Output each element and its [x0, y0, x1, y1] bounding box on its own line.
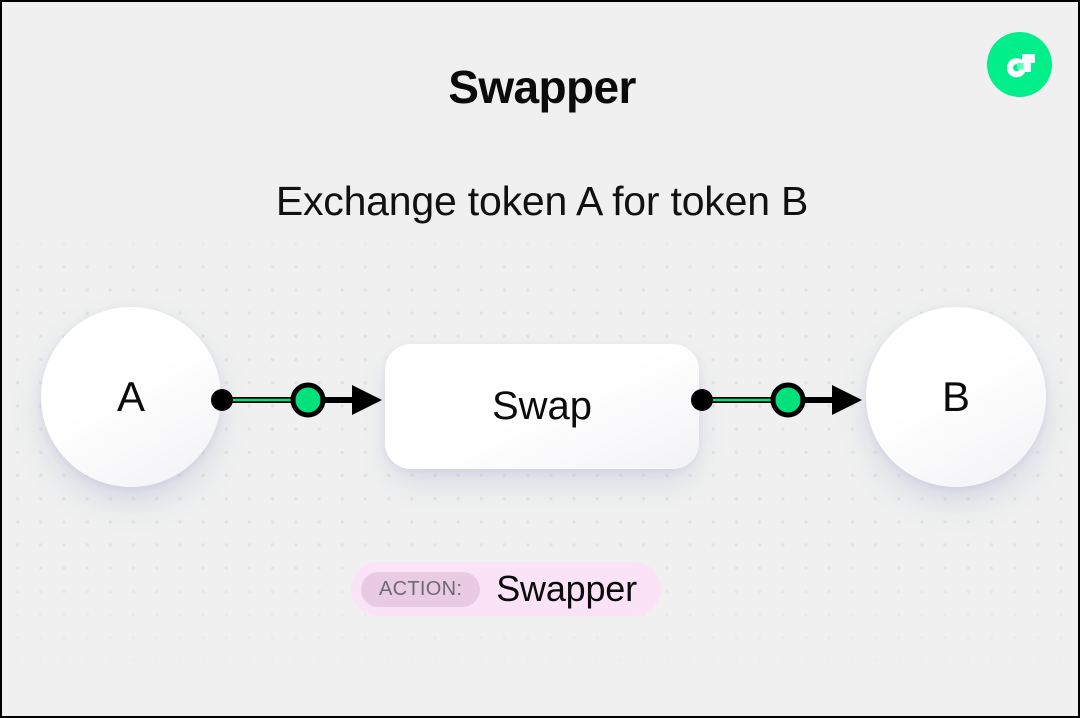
- action-badge-value: Swapper: [496, 568, 637, 609]
- node-token-a[interactable]: A: [41, 307, 221, 487]
- node-swap[interactable]: Swap: [385, 344, 699, 469]
- action-badge: ACTION: Swapper: [351, 562, 661, 616]
- action-badge-label: ACTION:: [361, 571, 481, 607]
- node-swap-label: Swap: [491, 384, 593, 428]
- flow-logo-icon: [987, 32, 1052, 97]
- node-token-b[interactable]: B: [866, 307, 1046, 487]
- flow-diagram: A Swap B: [2, 282, 1078, 542]
- node-token-a-label: A: [116, 373, 145, 420]
- page-subtitle: Exchange token A for token B: [275, 178, 809, 224]
- node-token-b-label: B: [941, 373, 970, 420]
- page-title: Swapper: [448, 61, 636, 113]
- edge-a-to-swap: [211, 382, 382, 418]
- edge-swap-to-b: [691, 382, 862, 418]
